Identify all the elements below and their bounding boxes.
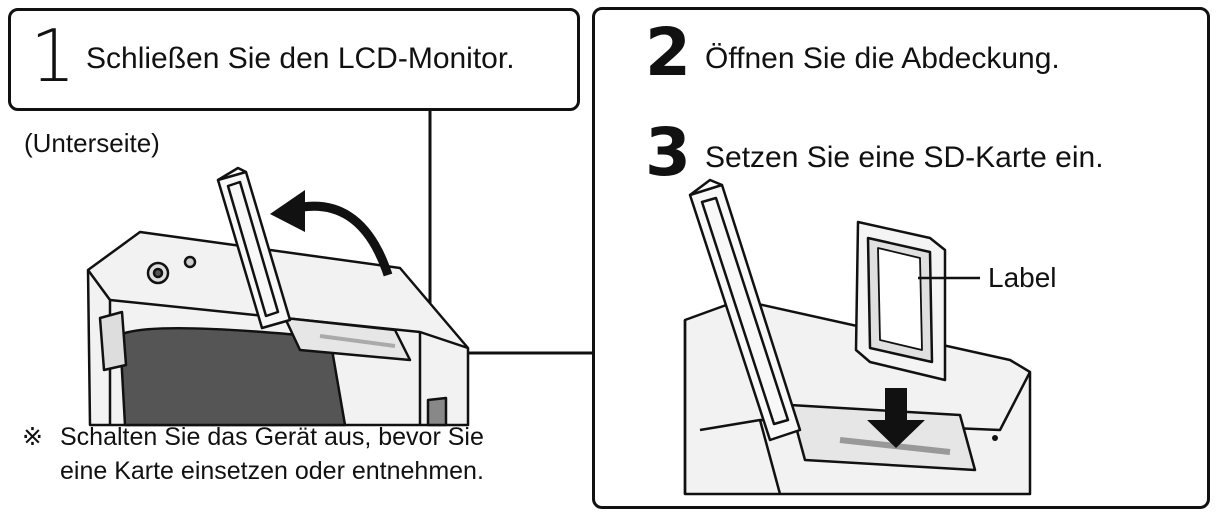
step-3-number: 3	[645, 114, 691, 191]
insert-direction-arrow	[867, 388, 925, 448]
sd-card-label-area	[877, 247, 923, 351]
note-line-2: eine Karte einsetzen oder entnehmen.	[60, 457, 484, 485]
step-1-number: 1	[30, 14, 76, 98]
open-direction-arrowhead	[270, 190, 305, 232]
underside-label: (Unterseite)	[24, 128, 160, 158]
reference-mark: ※	[22, 423, 43, 451]
card-label-text: Label	[988, 262, 1057, 293]
step-2-text: Öffnen Sie die Abdeckung.	[705, 42, 1060, 75]
step-3-text: Setzen Sie eine SD-Karte ein.	[705, 141, 1104, 174]
step-1-text: Schließen Sie den LCD-Monitor.	[86, 42, 515, 75]
step-2-number: 2	[645, 14, 691, 91]
note-line-1: Schalten Sie das Gerät aus, bevor Sie	[60, 423, 484, 451]
sd-card-drawing	[854, 220, 947, 382]
step-1-callout-box	[8, 8, 580, 111]
camera-underside-drawing	[86, 166, 470, 427]
